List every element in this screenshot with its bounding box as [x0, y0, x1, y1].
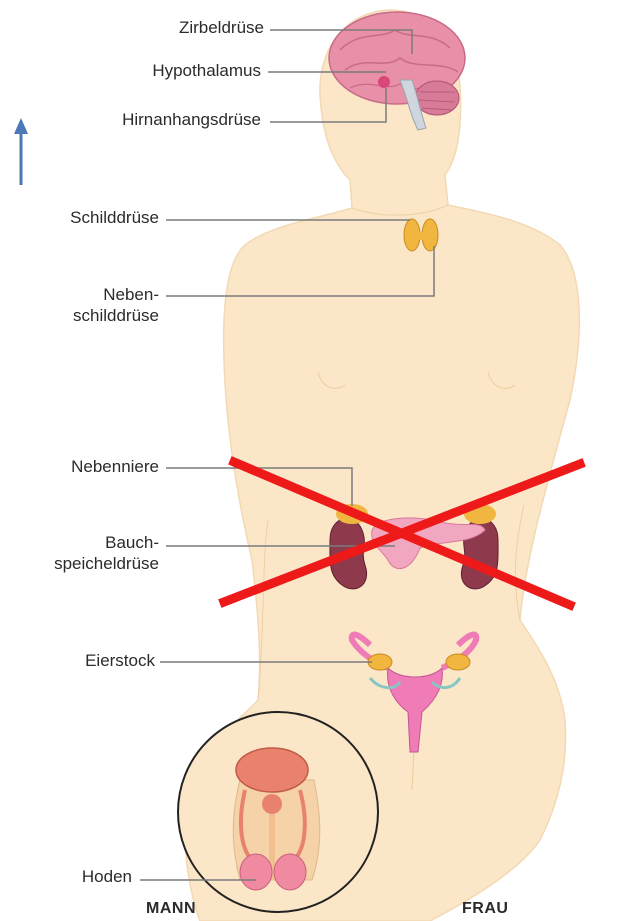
- label-nebenschilddruese-line1: Neben-: [73, 284, 159, 305]
- label-bauchspeicheldruese-line1: Bauch-: [54, 532, 159, 553]
- label-mann: MANN: [146, 898, 196, 919]
- label-nebenschilddruese-line2: schilddrüse: [73, 305, 159, 326]
- label-hoden: Hoden: [82, 866, 132, 887]
- label-schilddruese: Schilddrüse: [70, 207, 159, 228]
- up-arrow-icon: [14, 118, 28, 185]
- label-nebenschilddruese: Neben- schilddrüse: [73, 284, 159, 326]
- label-nebenniere: Nebenniere: [71, 456, 159, 477]
- label-hypothalamus: Hypothalamus: [152, 60, 261, 81]
- male-inset: [178, 712, 378, 912]
- label-zirbeldruese: Zirbeldrüse: [179, 17, 264, 38]
- label-bauchspeicheldruese-line2: speicheldrüse: [54, 553, 159, 574]
- label-frau: FRAU: [462, 898, 508, 919]
- label-eierstock: Eierstock: [85, 650, 155, 671]
- label-bauchspeicheldruese: Bauch- speicheldrüse: [54, 532, 159, 574]
- label-hirnanhangsdruese: Hirnanhangsdrüse: [122, 109, 261, 130]
